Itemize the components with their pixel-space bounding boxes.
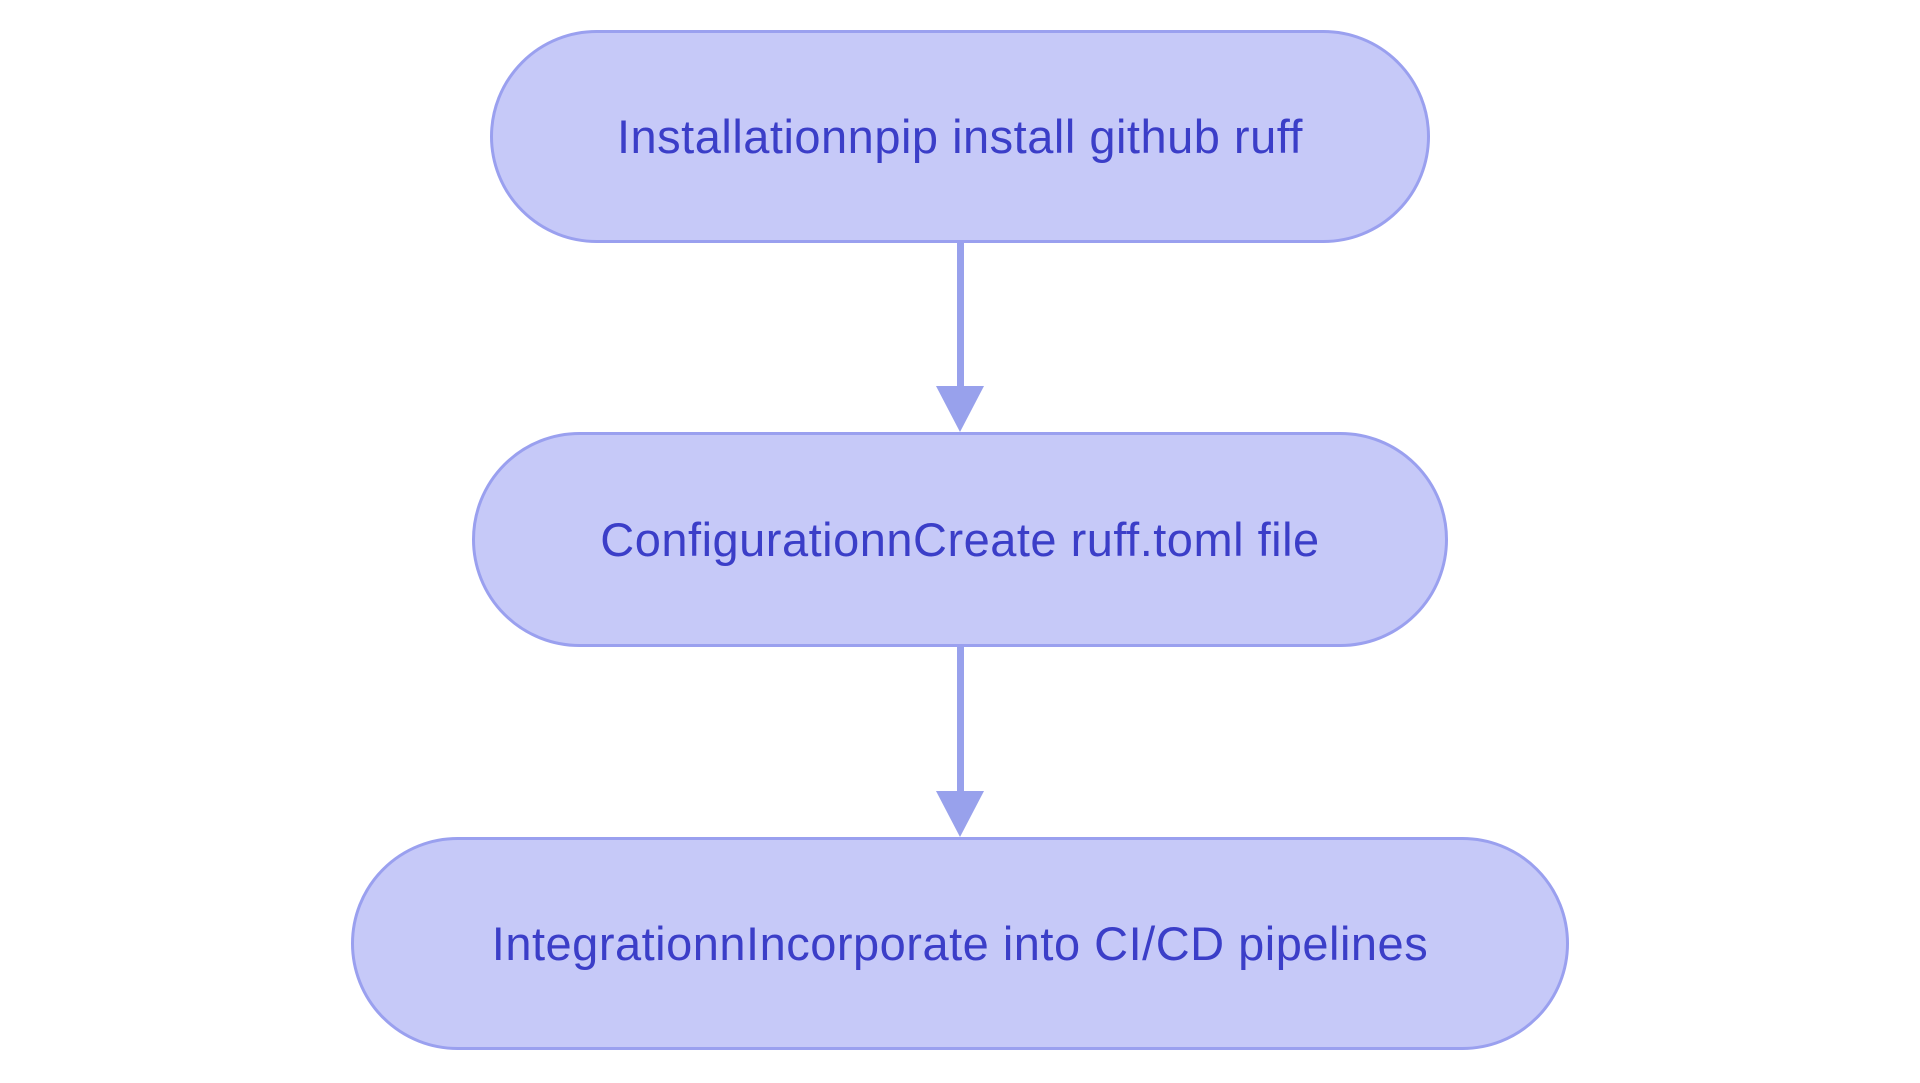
node-integration-label: IntegrationnIncorporate into CI/CD pipel…	[491, 917, 1429, 970]
flowchart-node-installation: Installationnpip install github ruff	[490, 30, 1430, 243]
arrow-down-icon	[936, 791, 984, 837]
flowchart-node-integration: IntegrationnIncorporate into CI/CD pipel…	[351, 837, 1569, 1050]
node-installation-label: Installationnpip install github ruff	[616, 110, 1303, 163]
arrow-line	[956, 647, 964, 791]
flow-edge-2	[936, 647, 984, 837]
flow-edge-1	[936, 243, 984, 432]
node-configuration-label: ConfigurationnCreate ruff.toml file	[600, 513, 1320, 566]
arrow-line	[956, 243, 964, 386]
arrow-down-icon	[936, 386, 984, 432]
flowchart-node-configuration: ConfigurationnCreate ruff.toml file	[472, 432, 1448, 647]
